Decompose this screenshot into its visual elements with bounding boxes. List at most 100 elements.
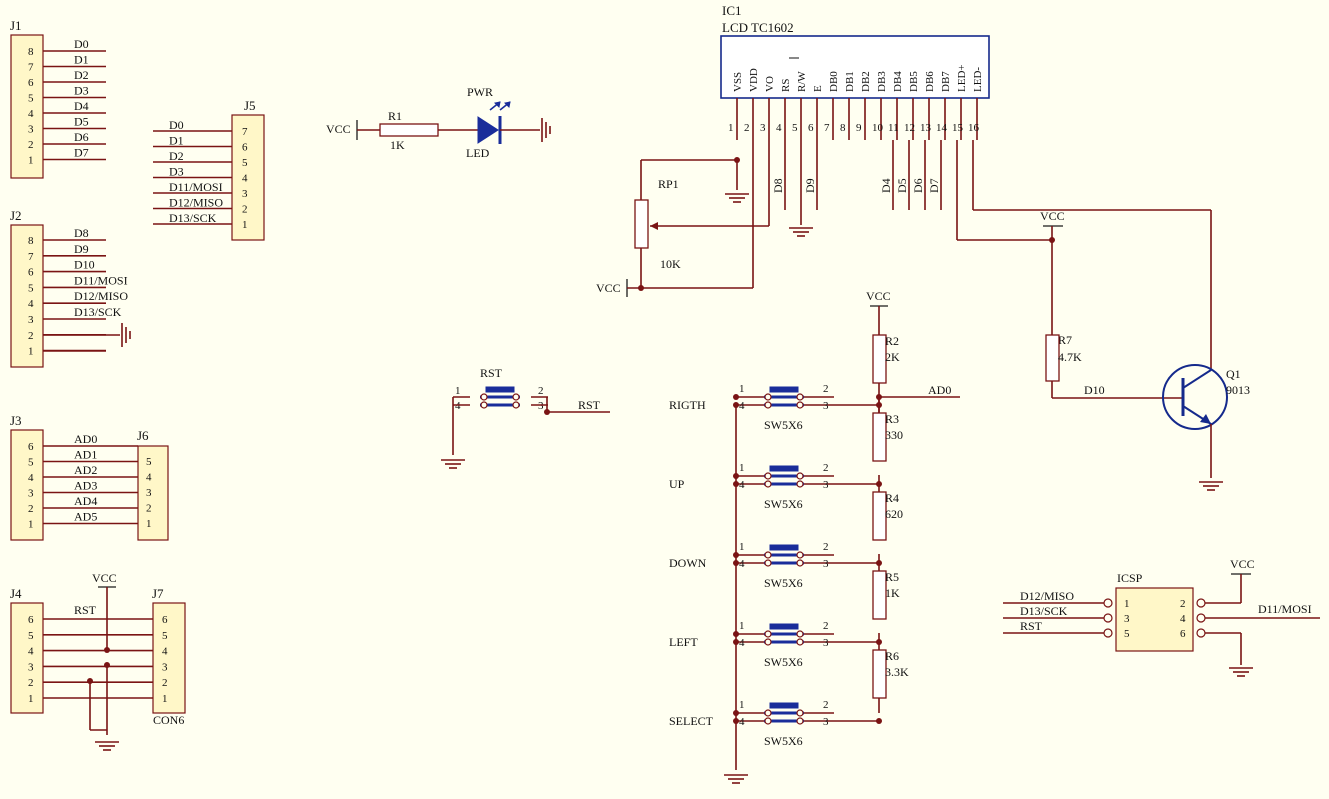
j7-value: CON6 — [153, 713, 184, 727]
j5-net-label: D2 — [169, 149, 184, 163]
connector-j5: J5 7654321D0D1D2D3D11/MOSID12/MISOD13/SC… — [153, 98, 265, 241]
keypad-pin-1: 1 — [739, 383, 745, 395]
rst-pin-1: 1 — [455, 385, 461, 397]
j2-net-label: D9 — [74, 242, 89, 256]
kp-vcc-label: VCC — [866, 289, 891, 303]
icsp-vcc-label: VCC — [1230, 557, 1255, 571]
connector-j2: J2 87654321D8D9D10D11/MOSID12/MISOD13/SC… — [10, 208, 131, 368]
j5-net-label: D11/MOSI — [169, 180, 223, 194]
lcd-pin-name: DB3 — [876, 71, 888, 92]
reset-button: RST 1 2 4 3 RST — [440, 366, 610, 469]
j5-pin-label: 3 — [242, 188, 248, 200]
keypad-pin-4: 4 — [739, 716, 745, 728]
j1-pin-label: 6 — [28, 77, 34, 89]
j6-pin-label: 1 — [146, 518, 152, 530]
j2-net-label: D8 — [74, 226, 89, 240]
lcd-pin-number: 1 — [728, 122, 734, 134]
j3-pin-label: 2 — [28, 503, 34, 515]
lcd-part: LCD TC1602 — [722, 20, 794, 35]
icsp-pin-left: 3 — [1124, 613, 1130, 625]
lcd-pin-name: DB1 — [844, 71, 856, 92]
r7-value: 4.7K — [1058, 350, 1082, 364]
resistor-r2 — [872, 334, 887, 384]
j7-pin-label: 5 — [162, 630, 168, 642]
potentiometer-rp1: RP1 10K VCC — [596, 159, 753, 297]
j4-body — [10, 602, 44, 714]
keypad-pin-1: 1 — [739, 620, 745, 632]
j2-pin-label: 4 — [28, 298, 34, 310]
j1-net-label: D2 — [74, 68, 89, 82]
j5-ref: J5 — [244, 98, 256, 113]
icsp-net-label: D13/SCK — [1020, 604, 1068, 618]
j3-body — [10, 429, 44, 541]
keypad-sw-label: SW5X6 — [764, 655, 803, 669]
lcd-pin-name: VSS — [732, 72, 744, 92]
lcd-ref: IC1 — [722, 3, 742, 18]
ground-icon — [1228, 667, 1254, 677]
resistor-r1 — [379, 123, 439, 137]
q1-ref: Q1 — [1226, 367, 1241, 381]
lcd-net-d7: D7 — [927, 178, 941, 193]
rp1-ref: RP1 — [658, 177, 679, 191]
keypad-pin-1: 1 — [739, 699, 745, 711]
j3-net-label: AD0 — [74, 432, 97, 446]
lcd-pin-number: 3 — [760, 122, 766, 134]
rst-net: RST — [578, 398, 601, 412]
j3-pin-label: 4 — [28, 472, 34, 484]
j6-pin-label: 5 — [146, 456, 152, 468]
keypad-pin-2: 2 — [823, 383, 829, 395]
j2-body — [10, 224, 44, 368]
j1-ref: J1 — [10, 18, 22, 33]
j5-pin-label: 2 — [242, 204, 248, 216]
lcd-module: IC1 LCD TC1602 VSS1VDD2VO3RS4R/W5E6DB07D… — [650, 3, 1212, 370]
lcd-net-d6: D6 — [911, 178, 925, 193]
rst-ref: RST — [480, 366, 503, 380]
j6-pin-label: 2 — [146, 503, 152, 515]
keypad-sw-label: SW5X6 — [764, 497, 803, 511]
lcd-pin-number: 16 — [968, 122, 980, 134]
ground-icon — [94, 741, 120, 751]
rp1-vcc-label: VCC — [596, 281, 621, 295]
j3-net-label: AD4 — [74, 494, 97, 508]
q1-value: 9013 — [1226, 383, 1250, 397]
icsp-body — [1115, 587, 1194, 652]
lcd-net-d8: D8 — [771, 178, 785, 193]
r1-ref: R1 — [388, 109, 402, 123]
lcd-pin-name: VO — [764, 76, 776, 92]
lcd-pin-number: 10 — [872, 122, 884, 134]
icsp-ref: ICSP — [1117, 571, 1143, 585]
j7-ref: J7 — [152, 586, 164, 601]
j1-net-label: D5 — [74, 115, 89, 129]
j5-pin-label: 4 — [242, 173, 248, 185]
j2-pin-label: 7 — [28, 251, 34, 263]
j3-net-label: AD2 — [74, 463, 97, 477]
lcd-pin-name: LED+ — [956, 64, 968, 92]
j1-net-label: D4 — [74, 99, 89, 113]
icsp-pin-left: 1 — [1124, 598, 1130, 610]
j7-pin-label: 1 — [162, 693, 168, 705]
lcd-pin-number: 8 — [840, 122, 846, 134]
pushbutton-icon — [478, 385, 522, 410]
lcd-net-d5: D5 — [895, 178, 909, 193]
j2-pin-label: 5 — [28, 282, 34, 294]
lcd-pin-name: DB7 — [940, 71, 952, 92]
lcd-pin-name: DB6 — [924, 71, 936, 92]
transistor-icon — [1162, 364, 1228, 430]
j5-pin-label: 5 — [242, 157, 248, 169]
lcd-pin-number: 4 — [776, 122, 782, 134]
j3-pin-label: 5 — [28, 457, 34, 469]
kp-net: AD0 — [928, 383, 951, 397]
j5-net-label: D3 — [169, 165, 184, 179]
lcd-pin-name: DB5 — [908, 71, 920, 92]
icsp-mosi-label: D11/MOSI — [1258, 602, 1312, 616]
j1-body — [10, 34, 44, 179]
j4-pin-label: 5 — [28, 630, 34, 642]
icsp-pin-left: 5 — [1124, 628, 1130, 640]
